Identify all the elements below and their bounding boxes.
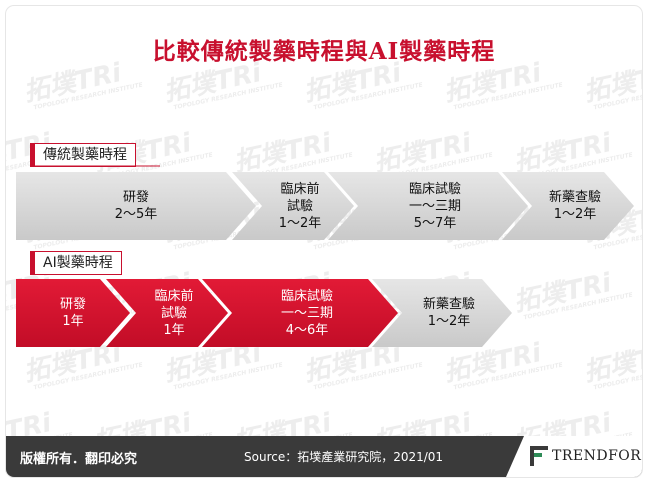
traditional-stage-clinical: 臨床試驗 一～三期 5～7年 — [328, 172, 528, 240]
copyright-notice: 版權所有．翻印必究 — [20, 452, 138, 467]
svg-text:拓墣TRi: 拓墣TRi — [231, 408, 335, 436]
traditional-timeline-label: 傳統製藥時程 — [30, 143, 136, 167]
footer-bar: 版權所有．翻印必究 Source：拓墣產業研究院，2021/01 TRENDFO… — [6, 436, 642, 477]
trendforce-logo: TRENDFORCE — [506, 436, 642, 477]
source-citation: Source：拓墣產業研究院，2021/01 — [244, 450, 444, 464]
svg-text:拓墣TRi: 拓墣TRi — [91, 408, 195, 436]
ai-timeline-label: AI製藥時程 — [30, 251, 122, 275]
traditional-label-underline — [30, 165, 160, 167]
svg-text:拓墣TRi: 拓墣TRi — [371, 408, 475, 436]
page-title: 比較傳統製藥時程與AI製藥時程 — [152, 38, 496, 65]
traditional-stage-research: 研發 2～5年 — [16, 172, 256, 240]
svg-text:拓墣TRi: 拓墣TRi — [511, 408, 615, 436]
trendforce-logo-text: TRENDFORCE — [552, 448, 642, 464]
trendforce-logo-icon — [530, 446, 548, 466]
ai-stage-clinical: 臨床試驗 一～三期 4～6年 — [202, 279, 398, 347]
svg-text:拓墣TRi: 拓墣TRi — [6, 408, 55, 436]
